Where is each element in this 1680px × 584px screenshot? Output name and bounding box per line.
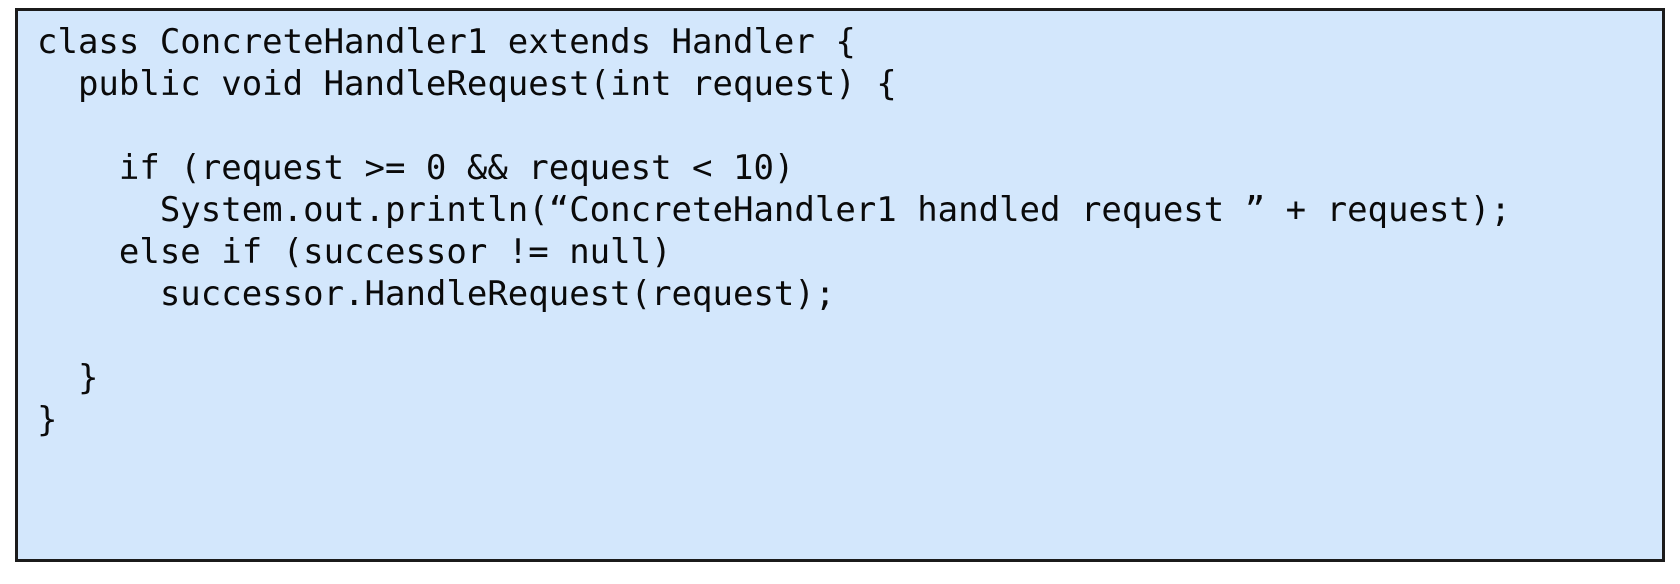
code-listing: class ConcreteHandler1 extends Handler {… bbox=[37, 21, 1662, 441]
code-line-4: if (request >= 0 && request < 10) bbox=[37, 148, 795, 188]
code-line-5: System.out.println(“ConcreteHandler1 han… bbox=[37, 190, 1511, 230]
code-line-3 bbox=[37, 105, 1662, 147]
code-line-6: else if (successor != null) bbox=[37, 232, 672, 272]
code-line-8 bbox=[37, 315, 1662, 357]
code-line-7: successor.HandleRequest(request); bbox=[37, 274, 836, 314]
code-line-1: class ConcreteHandler1 extends Handler { bbox=[37, 22, 856, 62]
code-line-2: public void HandleRequest(int request) { bbox=[37, 64, 897, 104]
code-panel: class ConcreteHandler1 extends Handler {… bbox=[15, 8, 1665, 562]
code-line-10: } bbox=[37, 400, 58, 440]
code-line-9: } bbox=[37, 358, 99, 398]
